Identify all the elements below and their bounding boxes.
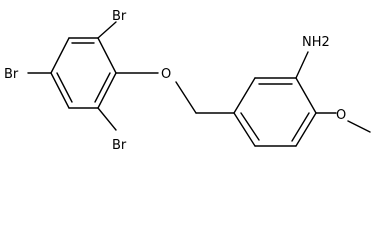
bond-c3-c4 — [50, 72, 70, 109]
label-br-top: Br — [112, 9, 127, 24]
atom-labels: Br Br Br O NH2 O — [4, 9, 346, 153]
bond-r4-r5-inner — [291, 112, 310, 142]
bond-r6-r1 — [233, 112, 256, 147]
bond-r6-r1-inner — [240, 112, 260, 141]
bond-o-ch2 — [175, 81, 197, 114]
bond-c5-c6-inner — [94, 72, 111, 103]
bond-c6-c1 — [97, 37, 117, 74]
bond-c3-c4-inner — [56, 72, 73, 103]
bond-r3-n — [295, 51, 309, 79]
label-ether-o: O — [161, 67, 171, 82]
label-amine: NH2 — [302, 35, 330, 50]
label-methoxy-o: O — [336, 108, 346, 123]
bonds — [27, 21, 371, 147]
bond-r3-r4 — [295, 77, 317, 114]
bond-c5-br-bottom — [97, 107, 117, 131]
bond-o-ch3 — [347, 120, 371, 133]
bond-c5-c6 — [97, 72, 117, 109]
bond-c1-br-top — [97, 21, 117, 39]
bond-r1-r2 — [233, 77, 256, 114]
label-br-bottom: Br — [112, 138, 127, 153]
bond-c2-c3 — [50, 37, 70, 74]
label-br-left: Br — [4, 67, 19, 82]
bond-r4-r5 — [295, 112, 317, 147]
molecule-diagram: Br Br Br O NH2 O — [4, 9, 371, 153]
